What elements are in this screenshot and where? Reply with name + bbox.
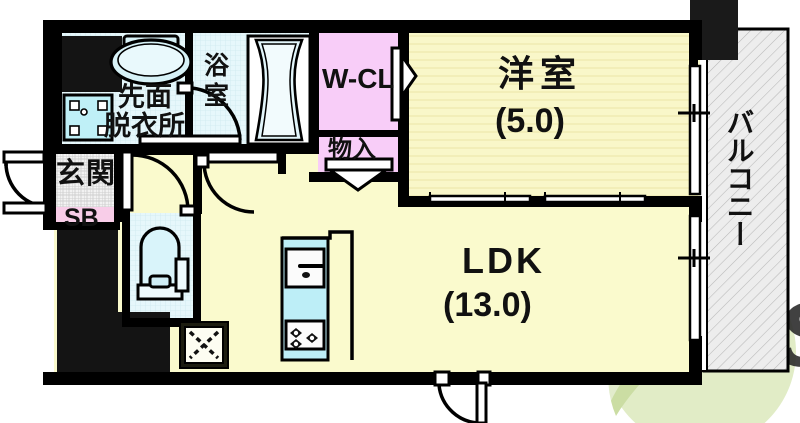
wall-notches — [279, 148, 286, 156]
balcony-window-lower-icon — [678, 214, 710, 342]
room-sliding-door-icon — [428, 192, 647, 206]
vanity-sink-icon — [109, 34, 193, 86]
balcony-area — [696, 27, 790, 373]
walk-in-closet-floor — [318, 33, 402, 133]
corridor-swing-door-icon — [120, 150, 197, 217]
bathtub-icon — [246, 34, 312, 146]
kitchen-unit-icon — [280, 230, 354, 362]
bath-door-icon — [138, 81, 242, 146]
entrance-swing-door-icon — [2, 150, 51, 215]
void-zone-lower-left — [57, 229, 170, 377]
walk-in-closet-door-icon — [390, 46, 418, 122]
storage-open-arrow-icon — [324, 157, 394, 192]
balcony-window-upper-icon — [678, 64, 710, 196]
washing-machine-pan-upper-icon — [62, 93, 114, 142]
western-room-floor — [409, 33, 698, 201]
toilet-icon — [136, 226, 190, 301]
exterior-walls — [43, 20, 702, 385]
ldk-entry-door-icon — [194, 150, 280, 214]
washing-machine-pan-lower-icon — [179, 321, 229, 369]
ldk-bottom-door-icon — [433, 370, 492, 423]
